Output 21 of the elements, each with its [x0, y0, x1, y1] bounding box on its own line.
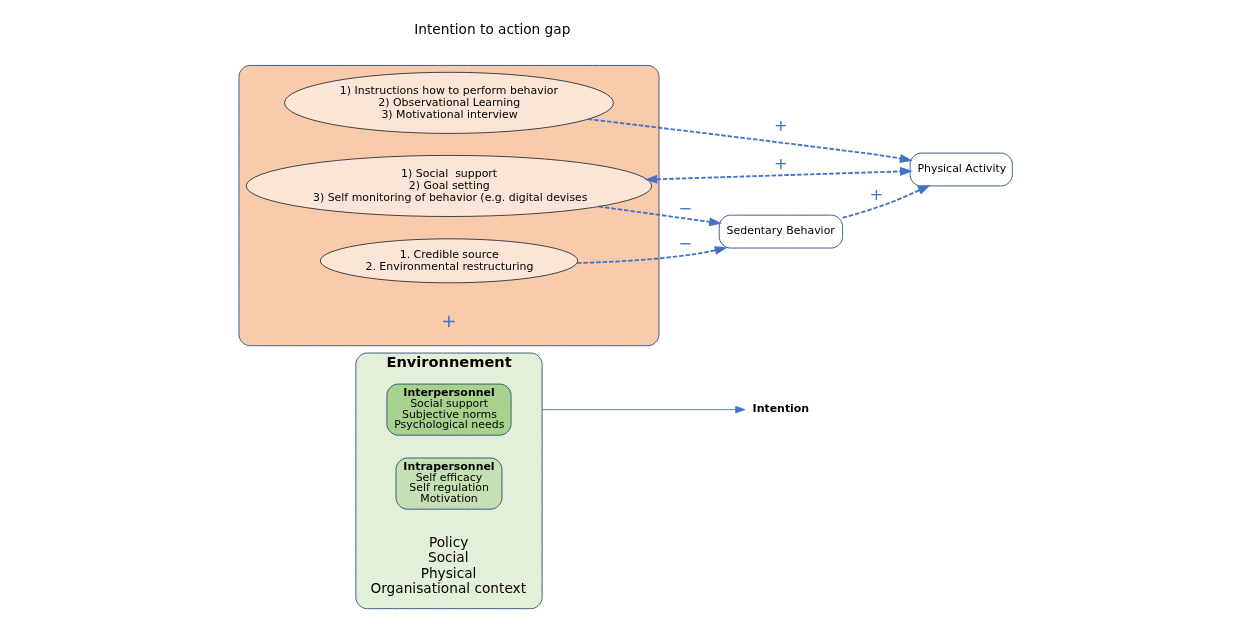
- arrow: [541, 406, 746, 414]
- node-text: Intention: [752, 401, 810, 415]
- edge-label: −: [678, 234, 693, 254]
- node-box: Interpersonnel Social support Subjective norms Psychological needs: [386, 383, 512, 436]
- edge-label: +: [774, 115, 788, 135]
- edge-label: −: [678, 198, 693, 218]
- node-box: Physical Activity: [909, 152, 1013, 187]
- arrow: [597, 205, 722, 227]
- arrow: [644, 166, 913, 184]
- node-ellipse: 1) Social support 2) Goal setting 3) Self monitoring of behavior (e.g. digital devises: [245, 154, 653, 217]
- edge-label: +: [774, 153, 788, 173]
- legend-label: Intention to action gap: [414, 21, 571, 38]
- node-ellipse: 1. Credible source 2. Environmental restructuring: [319, 238, 579, 284]
- node-box: Intrapersonnel Self efficacy Self regulation Motivation: [395, 457, 503, 510]
- node-ellipse: 1) Instructions how to perform behavior 2) Observational Learning 3) Motivational interview: [284, 71, 614, 134]
- arrow: [841, 184, 931, 219]
- arrow: [587, 118, 913, 163]
- edge-label: +: [869, 185, 884, 205]
- node-box: Sedentary Behavior: [718, 214, 843, 249]
- label: +: [441, 309, 457, 331]
- arrow: [576, 246, 728, 264]
